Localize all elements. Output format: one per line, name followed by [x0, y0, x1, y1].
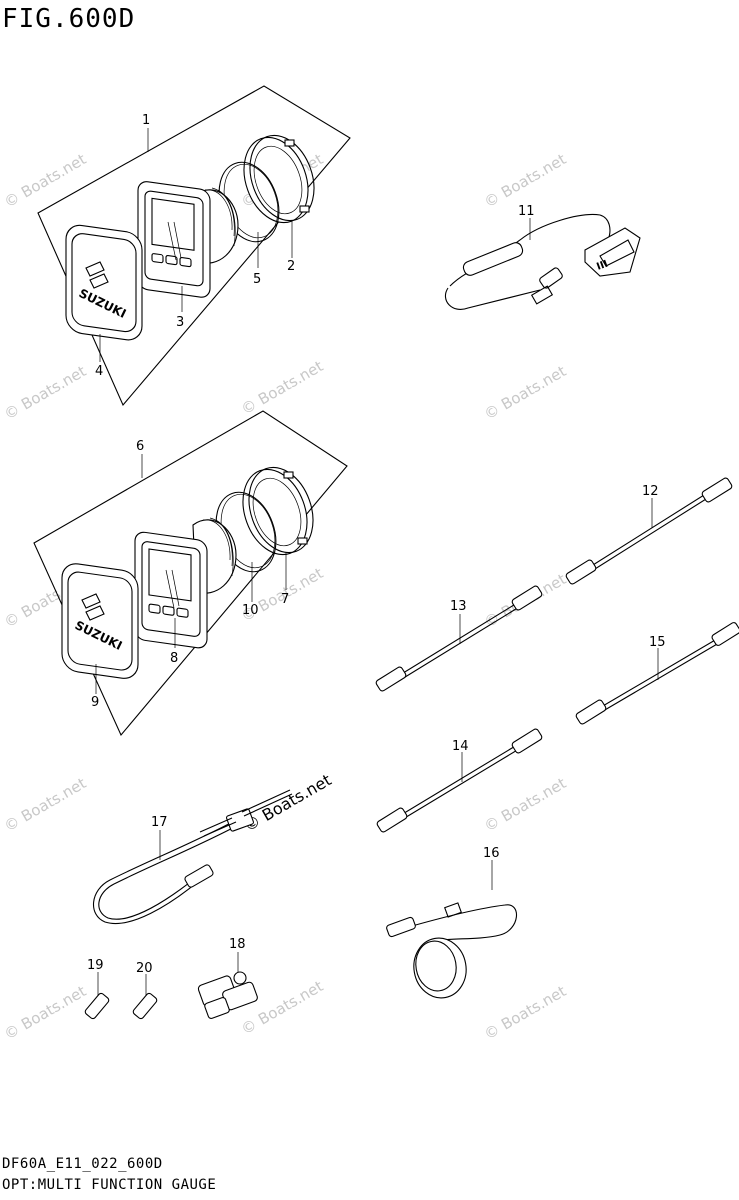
callout-number: 16: [483, 846, 500, 861]
callout-number: 4: [95, 364, 103, 379]
figure-caption: OPT:MULTI FUNCTION GAUGE: [2, 1177, 217, 1193]
cable-part: [575, 622, 739, 725]
figure-title: FIG.600D: [2, 4, 136, 34]
sensor-harness-part: III: [444, 213, 641, 310]
terminator-part: [132, 974, 158, 1020]
watermark: © Boats.net: [1, 774, 89, 835]
cable-part: [375, 585, 543, 692]
gauge-cover-part: SUZUKI: [61, 563, 139, 679]
watermark: © Boats.net: [481, 362, 569, 423]
watermark: © Boats.net: [1, 150, 89, 211]
watermark: © Boats.net: [1, 362, 89, 423]
callout-number: 19: [87, 958, 104, 973]
callout-number: 15: [649, 635, 666, 650]
gauge-cover-part: SUZUKI: [65, 224, 143, 341]
callout-number: 3: [176, 315, 184, 330]
callout-number: 5: [253, 272, 261, 287]
callout-number: 1: [142, 113, 150, 128]
figure-code: DF60A_E11_022_600D: [2, 1156, 163, 1172]
callout-number: 8: [170, 651, 178, 666]
gauge-body-part: [137, 181, 239, 298]
terminator-part: [84, 972, 110, 1020]
callout-number: 18: [229, 937, 246, 952]
sensor-label: III: [595, 259, 609, 273]
watermark: © Boats.net: [481, 150, 569, 211]
power-harness-part: [92, 789, 293, 924]
callout-number: 20: [136, 961, 153, 976]
watermark: © Boats.net: [1, 982, 89, 1043]
watermark: © Boats.net: [481, 774, 569, 835]
callout-number: 2: [287, 259, 295, 274]
gauge-body-part: [134, 517, 237, 649]
gauge-kit-upper: SUZUKI: [37, 85, 351, 407]
callout-number: 17: [151, 815, 168, 830]
callout-number: 10: [242, 603, 259, 618]
callouts: 1 2 3 4 5 6 7 8 9 10 11 12 13 14 15 16 1…: [87, 113, 666, 976]
callout-number: 9: [91, 695, 99, 710]
retaining-ring-part: [243, 134, 315, 224]
kit-outline-1: [37, 85, 351, 407]
callout-number: 12: [642, 484, 659, 499]
watermark-dark: © Boats.net: [241, 770, 335, 835]
callout-number: 6: [136, 439, 144, 454]
callout-number: 7: [281, 592, 289, 607]
t-connector-part: [197, 952, 258, 1019]
callout-number: 11: [518, 204, 535, 219]
callout-number: 14: [452, 739, 469, 754]
callout-number: 13: [450, 599, 467, 614]
cable-part: [565, 477, 733, 585]
cable-part: [376, 728, 543, 833]
antenna-part: [386, 860, 518, 999]
retaining-ring-part: [242, 466, 314, 556]
watermark: © Boats.net: [481, 982, 569, 1043]
gauge-kit-lower: SUZUKI: [33, 410, 348, 737]
watermark: © Boats.net: [238, 357, 326, 418]
